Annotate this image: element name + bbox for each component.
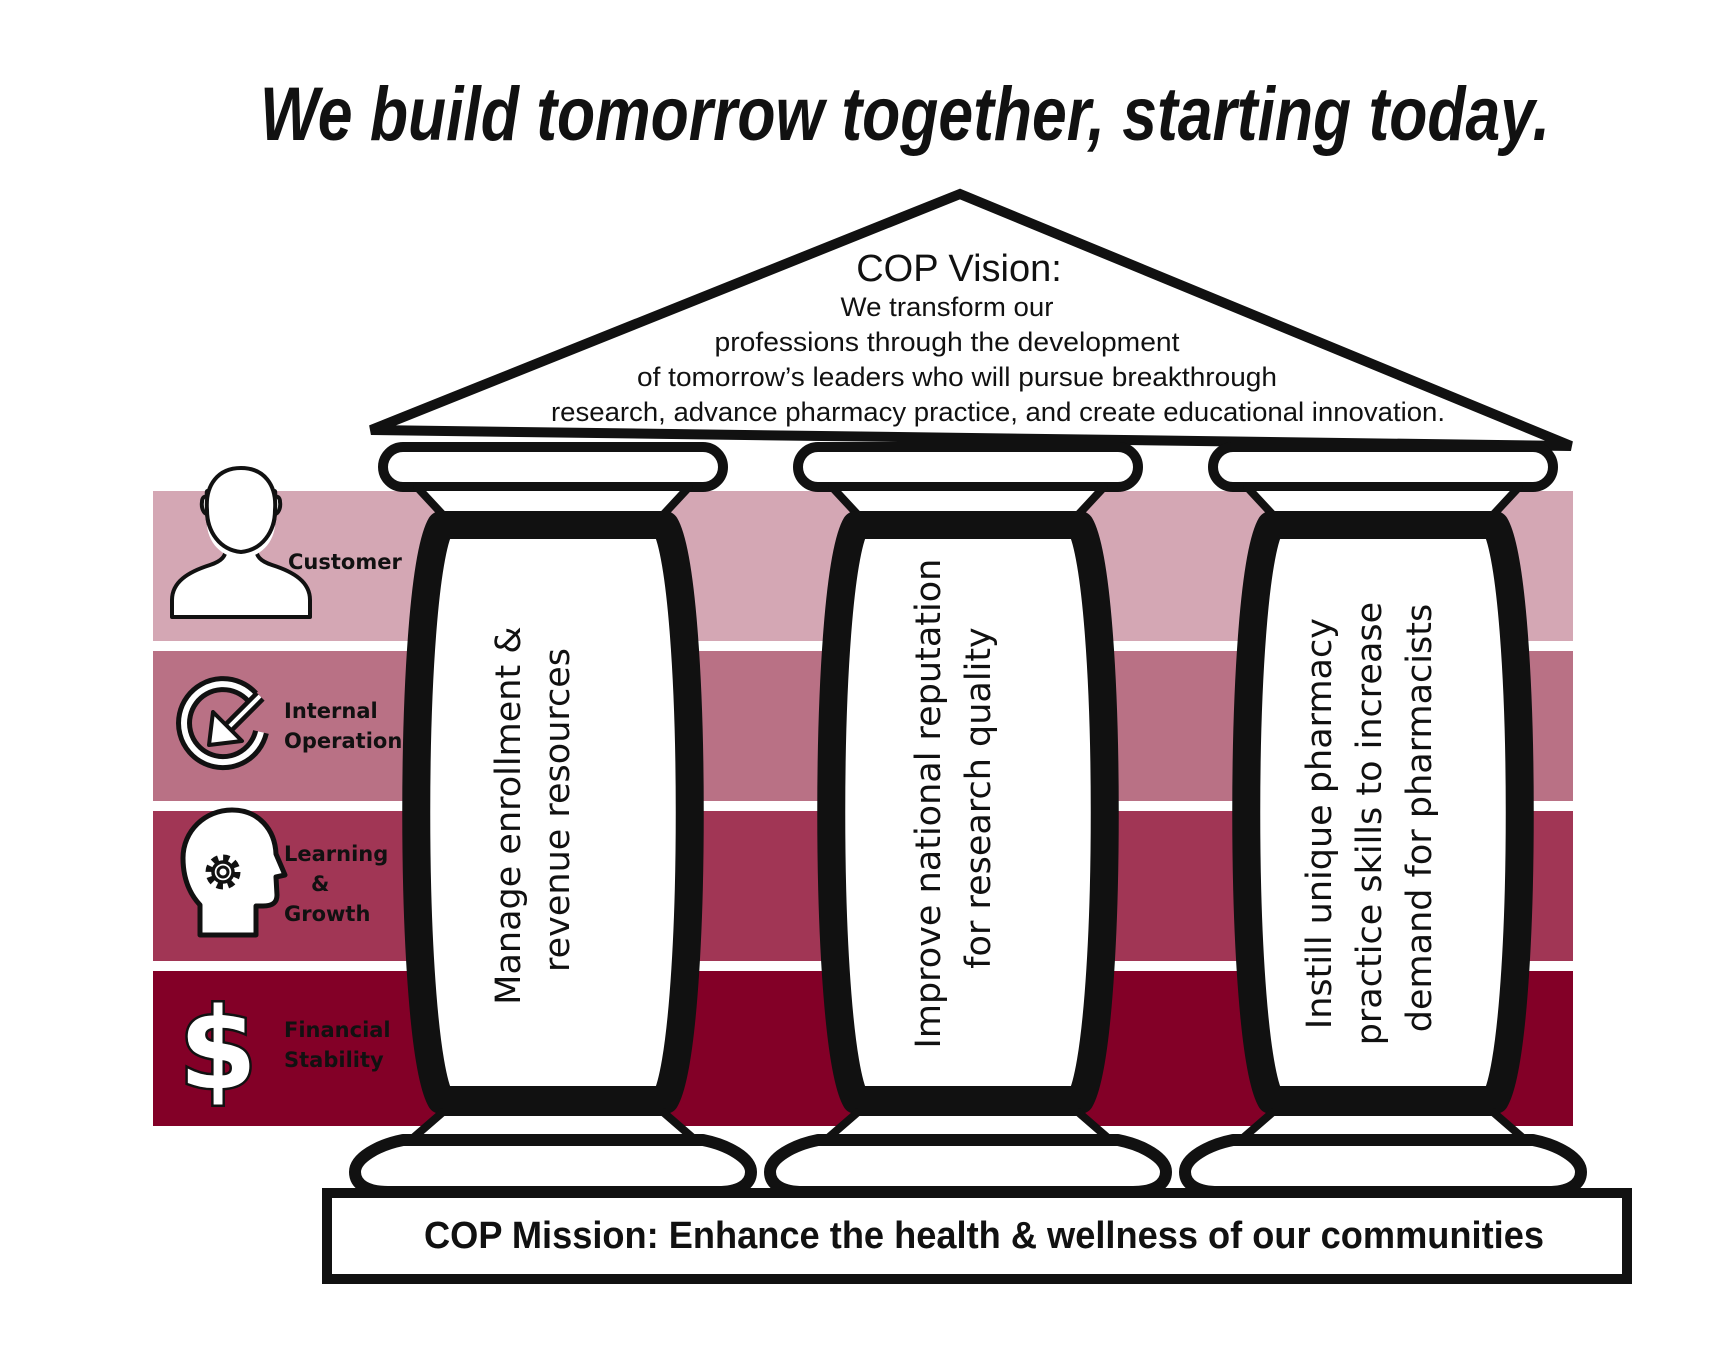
pillar-2-text: Improve national reputation for research… [909,548,999,1049]
mission-base [322,1188,1632,1284]
roof [369,188,1573,451]
cycle-arrow-icon [176,676,269,771]
band-labels: Customer Internal Operations Learning & … [284,550,415,1072]
pillar-2: Improve national reputation for research… [764,442,1172,1198]
vision-statement: We transform our professions through the… [551,292,1445,427]
band-label-learning-growth: Learning & Growth [284,842,396,926]
vision-line: research, advance pharmacy practice, and… [551,397,1445,427]
vision-line: professions through the development [715,327,1181,357]
band-label-financial-stability: Financial Stability [284,1018,398,1072]
vision-line: We transform our [841,292,1054,322]
pillar-3-text: Instill unique pharmacy practice skills … [1300,591,1440,1046]
band-label-internal-operations: Internal Operations [284,699,415,753]
head-gear-icon [180,807,288,938]
pillar-1: Manage enrollment & revenue resources [349,442,757,1198]
svg-text:$: $ [179,985,257,1115]
vision-line: of tomorrow’s leaders who will pursue br… [637,362,1277,392]
pillar-1-text: Manage enrollment & revenue resources [489,615,578,1004]
person-icon [170,466,312,619]
headline: We build tomorrow together, starting tod… [260,72,1550,157]
vision-title: COP Vision: [856,248,1062,290]
band-label-customer: Customer [288,550,402,574]
mission-statement: COP Mission: Enhance the health & wellne… [424,1215,1544,1257]
dollar-icon: $ [177,983,260,1118]
